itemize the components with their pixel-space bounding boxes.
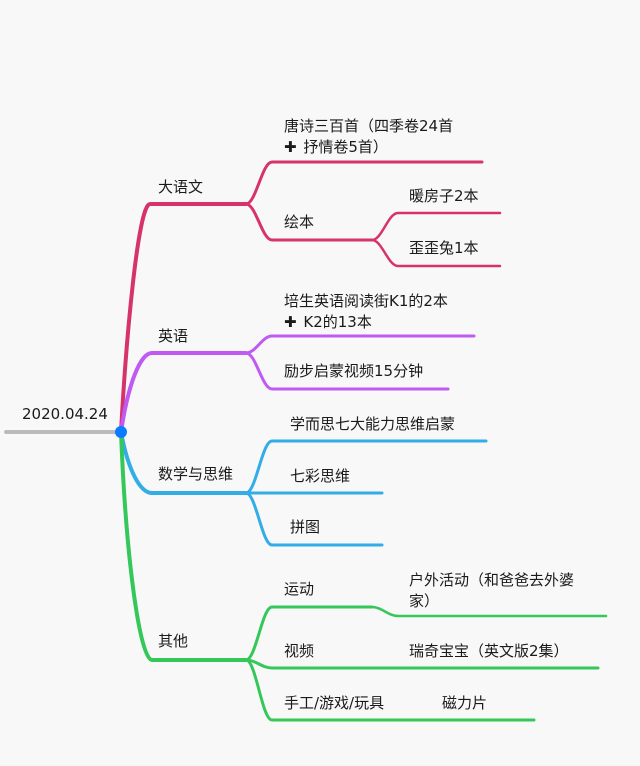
node-rui-qi[interactable]: 瑞奇宝宝（英文版2集） <box>409 642 569 660</box>
node-pei-sheng-line2: K2的13本 <box>303 313 372 331</box>
connector-shu-xue <box>119 430 248 495</box>
node-shi-pin[interactable]: 视频 <box>284 642 315 660</box>
connector-pin-tu <box>244 491 384 547</box>
branch-qi-ta[interactable]: 其他 <box>158 632 189 650</box>
connector-li-bu <box>244 351 450 391</box>
connector-tang-shi <box>244 160 484 206</box>
connector-da-yu-wen <box>119 202 248 434</box>
node-wai-wai-tu[interactable]: 歪歪兔1本 <box>409 239 479 257</box>
connector-pei-sheng <box>244 334 476 355</box>
node-yun-dong[interactable]: 运动 <box>284 580 315 598</box>
node-tang-shi-line2: 抒情卷5首） <box>303 138 388 156</box>
connector-qi-ta <box>119 430 248 662</box>
node-li-bu[interactable]: 励步启蒙视频15分钟 <box>284 362 424 380</box>
connector-nuan-fang-zi <box>370 211 502 242</box>
root-dot[interactable] <box>115 426 127 438</box>
branch-ying-yu[interactable]: 英语 <box>158 327 189 345</box>
connector-ying-yu <box>119 351 248 434</box>
connector-wai-wai-tu <box>370 238 502 268</box>
node-shou-gong[interactable]: 手工/游戏/玩具 <box>284 694 385 712</box>
node-nuan-fang-zi[interactable]: 暖房子2本 <box>409 187 479 205</box>
node-ci-li-pian[interactable]: 磁力片 <box>442 694 488 712</box>
node-hu-wai[interactable]: 户外活动（和爸爸去外婆家） <box>409 571 575 610</box>
connector-shou-gong <box>244 658 536 722</box>
plus-icon: ✚ <box>284 313 297 331</box>
node-hui-ben[interactable]: 绘本 <box>284 213 315 231</box>
node-qi-cai[interactable]: 七彩思维 <box>290 467 351 485</box>
connector-xue-er-si <box>244 439 488 495</box>
node-tang-shi-line1: 唐诗三百首（四季卷24首 <box>284 117 454 135</box>
connector-hui-ben <box>244 202 374 242</box>
connector-hu-wai <box>370 605 608 618</box>
node-tang-shi[interactable]: 唐诗三百首（四季卷24首 ✚ 抒情卷5首） <box>284 116 453 158</box>
branch-da-yu-wen[interactable]: 大语文 <box>158 178 204 196</box>
connector-yun-dong <box>244 605 374 662</box>
root-node-label[interactable]: 2020.04.24 <box>22 405 108 423</box>
node-xue-er-si[interactable]: 学而思七大能力思维启蒙 <box>290 415 456 433</box>
node-pei-sheng[interactable]: 培生英语阅读街K1的2本 ✚ K2的13本 <box>284 291 448 333</box>
branch-shu-xue[interactable]: 数学与思维 <box>158 465 234 483</box>
plus-icon: ✚ <box>284 138 297 156</box>
node-pei-sheng-line1: 培生英语阅读街K1的2本 <box>284 292 448 310</box>
node-pin-tu[interactable]: 拼图 <box>290 518 321 536</box>
